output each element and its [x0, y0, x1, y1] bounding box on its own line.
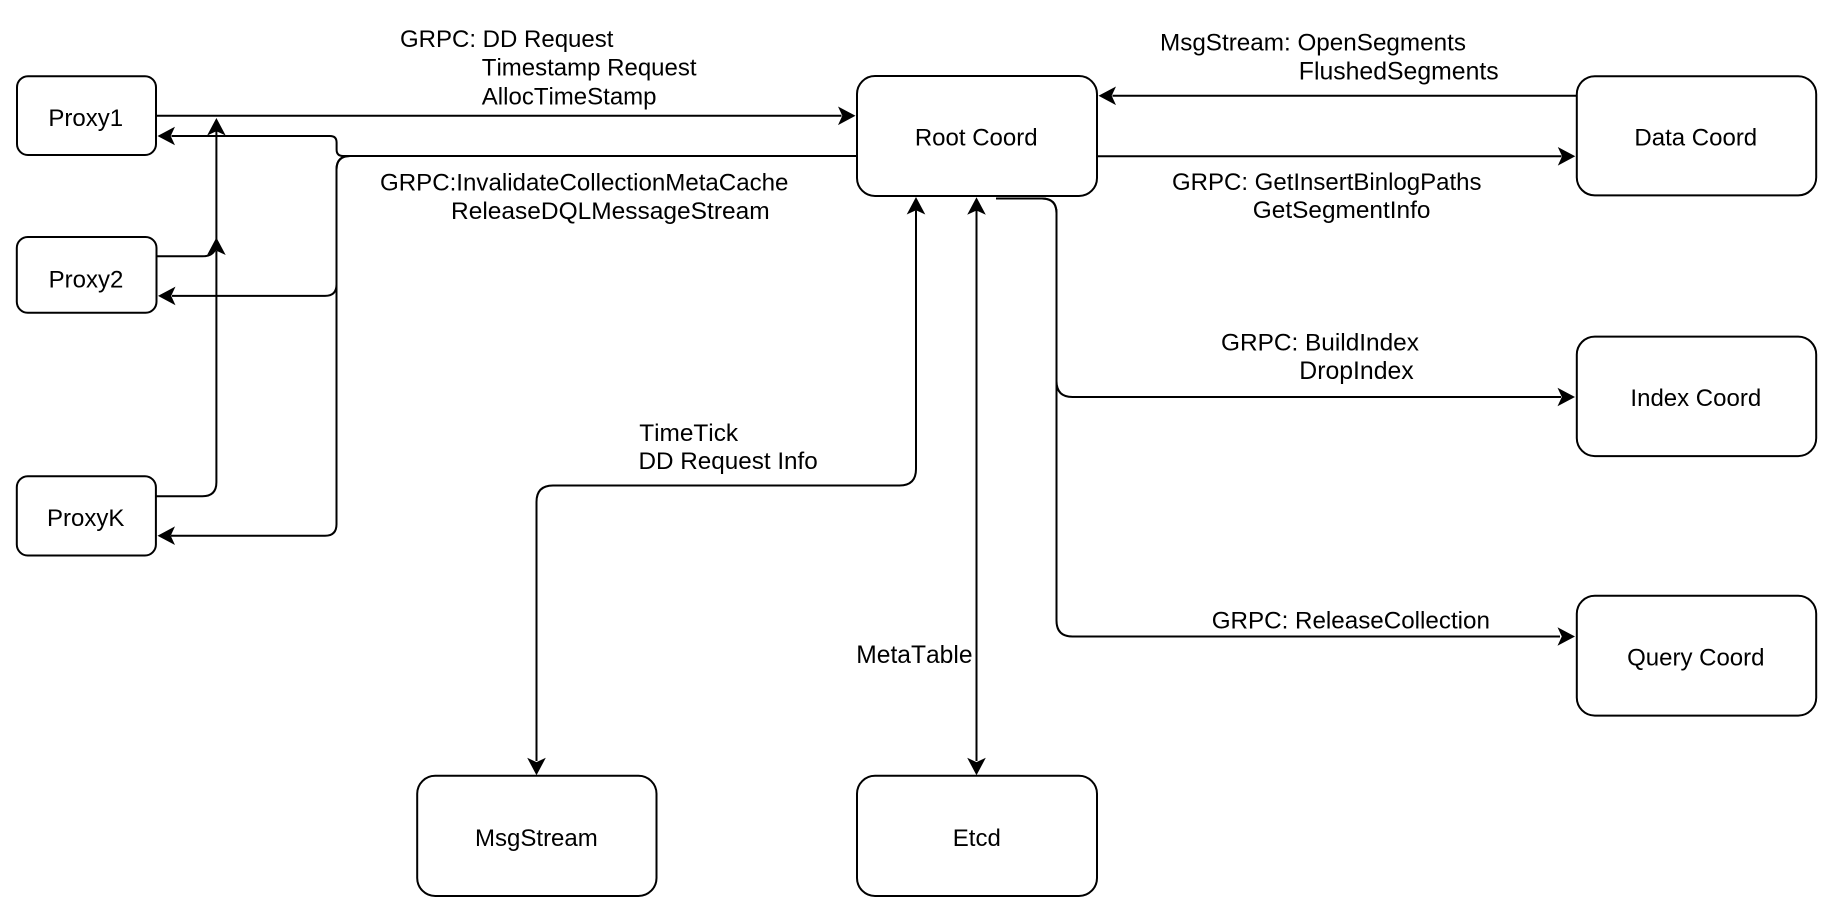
- svg-text:GRPC:InvalidateCollectionMetaC: GRPC:InvalidateCollectionMetaCache: [380, 169, 788, 196]
- svg-text:DD Request Info: DD Request Info: [639, 448, 818, 475]
- svg-text:Query Coord: Query Coord: [1627, 645, 1764, 672]
- svg-text:Proxy2: Proxy2: [49, 266, 124, 293]
- svg-text:MsgStream: MsgStream: [475, 825, 598, 852]
- svg-text:TimeTick: TimeTick: [639, 420, 739, 447]
- svg-text:GRPC: GetInsertBinlogPaths: GRPC: GetInsertBinlogPaths: [1172, 169, 1481, 196]
- svg-text:GRPC: DD Request: GRPC: DD Request: [400, 26, 614, 53]
- svg-text:Root Coord: Root Coord: [915, 124, 1038, 151]
- svg-text:Index Coord: Index Coord: [1630, 385, 1761, 412]
- svg-text:FlushedSegments: FlushedSegments: [1299, 59, 1499, 86]
- svg-text:Data Coord: Data Coord: [1634, 125, 1757, 152]
- svg-text:MsgStream: OpenSegments: MsgStream: OpenSegments: [1160, 30, 1466, 57]
- svg-text:Etcd: Etcd: [953, 825, 1001, 852]
- svg-text:GetSegmentInfo: GetSegmentInfo: [1253, 197, 1431, 224]
- svg-text:GRPC: ReleaseCollection: GRPC: ReleaseCollection: [1212, 607, 1490, 634]
- svg-text:ReleaseDQLMessageStream: ReleaseDQLMessageStream: [451, 198, 770, 225]
- svg-text:GRPC: BuildIndex: GRPC: BuildIndex: [1221, 330, 1419, 357]
- svg-text:AllocTimeStamp: AllocTimeStamp: [482, 83, 657, 110]
- svg-text:ProxyK: ProxyK: [47, 505, 124, 532]
- svg-text:MetaTable: MetaTable: [856, 642, 972, 669]
- svg-text:DropIndex: DropIndex: [1299, 358, 1414, 385]
- svg-text:Timestamp Request: Timestamp Request: [482, 55, 697, 82]
- svg-text:Proxy1: Proxy1: [48, 105, 123, 132]
